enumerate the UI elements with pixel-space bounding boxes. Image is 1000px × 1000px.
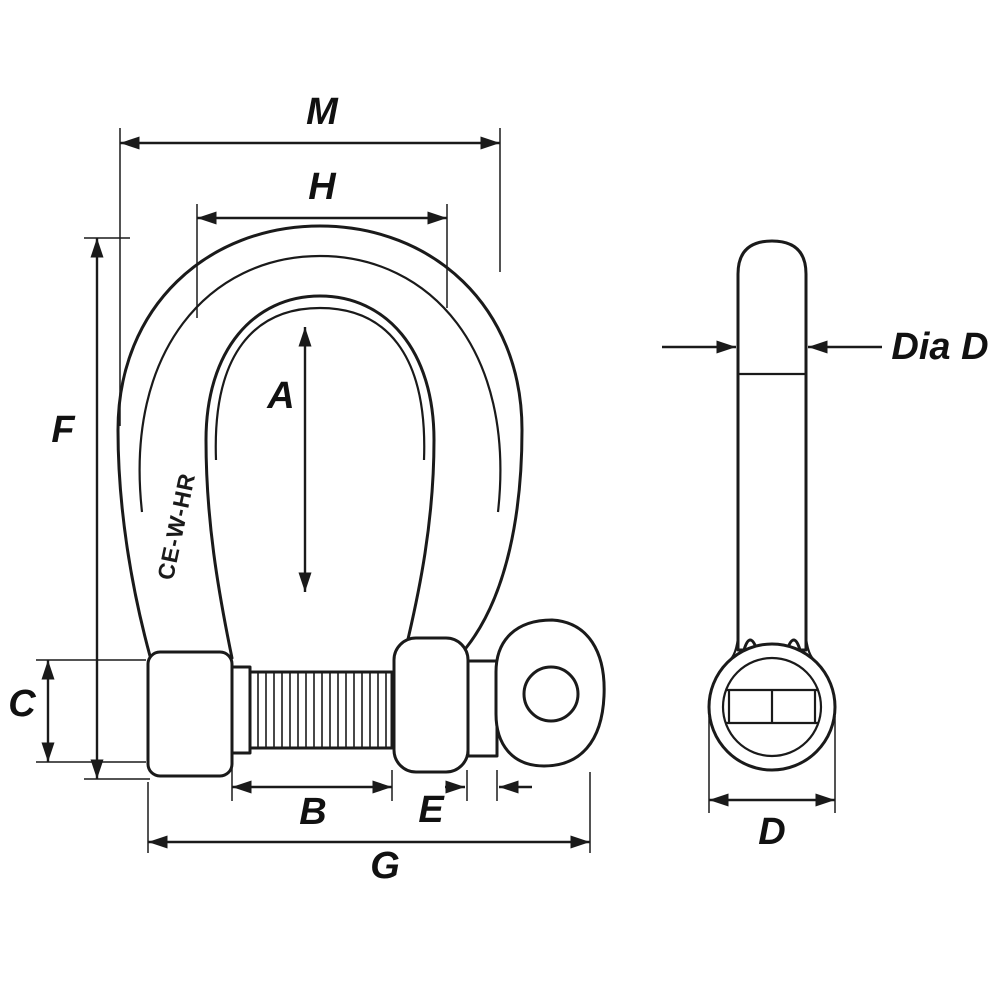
dim-label-e: E <box>418 789 445 831</box>
pin-left-collar <box>230 665 252 755</box>
bow-inner-highlight <box>214 306 426 461</box>
pin-head-inner-circle <box>721 656 823 758</box>
dim-label-g: G <box>370 845 400 887</box>
dimension-m: M <box>119 91 501 426</box>
dim-label-d: D <box>758 811 785 853</box>
dim-label-a: A <box>266 375 294 417</box>
dimensions: M H A F C <box>8 91 988 887</box>
dimension-h: H <box>196 166 448 318</box>
dimension-a: A <box>266 327 312 592</box>
dim-label-h: H <box>308 166 337 208</box>
dim-label-c: C <box>8 683 36 725</box>
pin-end-plate <box>146 650 234 778</box>
bow-outer-highlight <box>138 254 502 513</box>
pin-bar-detail <box>726 688 818 725</box>
dimension-c: C <box>8 659 146 763</box>
dimension-f: F <box>51 237 150 780</box>
shackle-front-view: CE-W-HR <box>116 224 606 778</box>
dimension-g: G <box>147 772 591 887</box>
dim-label-f: F <box>51 409 76 451</box>
dim-label-m: M <box>306 91 339 133</box>
bow-body <box>116 224 524 660</box>
knurl-hatching <box>257 672 387 748</box>
dimension-e: E <box>418 770 532 831</box>
pin-knurled-section <box>248 670 394 750</box>
dim-label-dia-d: Dia D <box>891 326 988 368</box>
dimension-dia-d: Dia D <box>662 326 989 368</box>
right-leg-boss <box>392 636 470 774</box>
shackle-side-view <box>707 239 837 772</box>
pin-shaft <box>736 239 808 652</box>
dim-label-b: B <box>299 791 326 833</box>
dimension-b: B <box>231 756 393 833</box>
dimension-d: D <box>708 716 836 853</box>
pin-eye-hole <box>522 665 580 723</box>
pin-right-collar <box>466 659 499 758</box>
